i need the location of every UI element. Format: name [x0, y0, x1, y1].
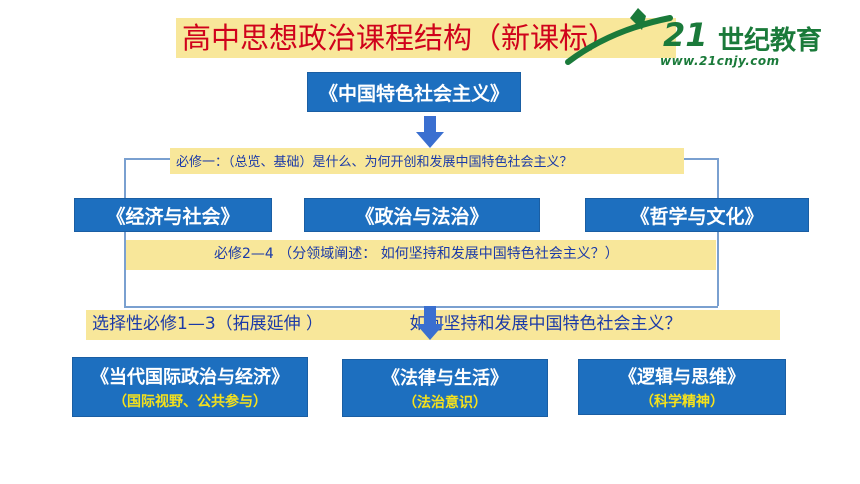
- connector-line: [717, 232, 719, 306]
- box-title: 《逻辑与思维》: [619, 367, 745, 388]
- box-law-life: 《法律与生活》 （法治意识）: [342, 359, 548, 417]
- band-compulsory-2-4: [126, 240, 716, 270]
- band-elective-text: 选择性必修1—3（拓展延伸 ） 如何坚持和发展中国特色社会主义？: [92, 314, 682, 334]
- connector-line: [684, 158, 718, 160]
- box-logic-thinking: 《逻辑与思维》 （科学精神）: [578, 359, 786, 415]
- page-title: 高中思想政治课程结构（新课标）: [182, 21, 618, 55]
- logo-swoosh-icon: [565, 8, 673, 65]
- connector-line: [124, 232, 126, 306]
- title-background: [176, 18, 676, 58]
- box-title: 《当代国际政治与经济》: [91, 367, 289, 388]
- band-compulsory-1: [170, 148, 684, 174]
- logo-brand: 世纪教育: [718, 26, 823, 56]
- box-international-politics-economy: 《当代国际政治与经济》 （国际视野、公共参与）: [72, 357, 308, 417]
- connector-line: [124, 158, 126, 198]
- box-philosophy-culture: 《哲学与文化》: [585, 198, 809, 232]
- logo-url: www.21cnjy.com: [660, 54, 780, 68]
- down-arrow-icon: [416, 116, 444, 148]
- box-subtitle: （法治意识）: [403, 395, 487, 411]
- connector-line: [717, 158, 719, 198]
- band-compulsory-1-text: 必修一：（总览、基础）是什么、为何开创和发展中国特色社会主义？: [176, 155, 573, 170]
- box-subtitle: （科学精神）: [640, 394, 724, 410]
- down-arrow-icon: [416, 306, 444, 340]
- box-subtitle: （国际视野、公共参与）: [113, 394, 267, 410]
- box-politics-law: 《政治与法治》: [304, 198, 540, 232]
- box-economy-society: 《经济与社会》: [74, 198, 272, 232]
- logo-number: 21: [663, 16, 708, 54]
- box-socialism: 《中国特色社会主义》: [307, 72, 521, 112]
- band-compulsory-2-4-text: 必修2—4 （分领域阐述： 如何坚持和发展中国特色社会主义？）: [214, 246, 619, 262]
- box-title: 《法律与生活》: [382, 368, 508, 389]
- connector-line: [124, 158, 170, 160]
- connector-line: [124, 306, 718, 308]
